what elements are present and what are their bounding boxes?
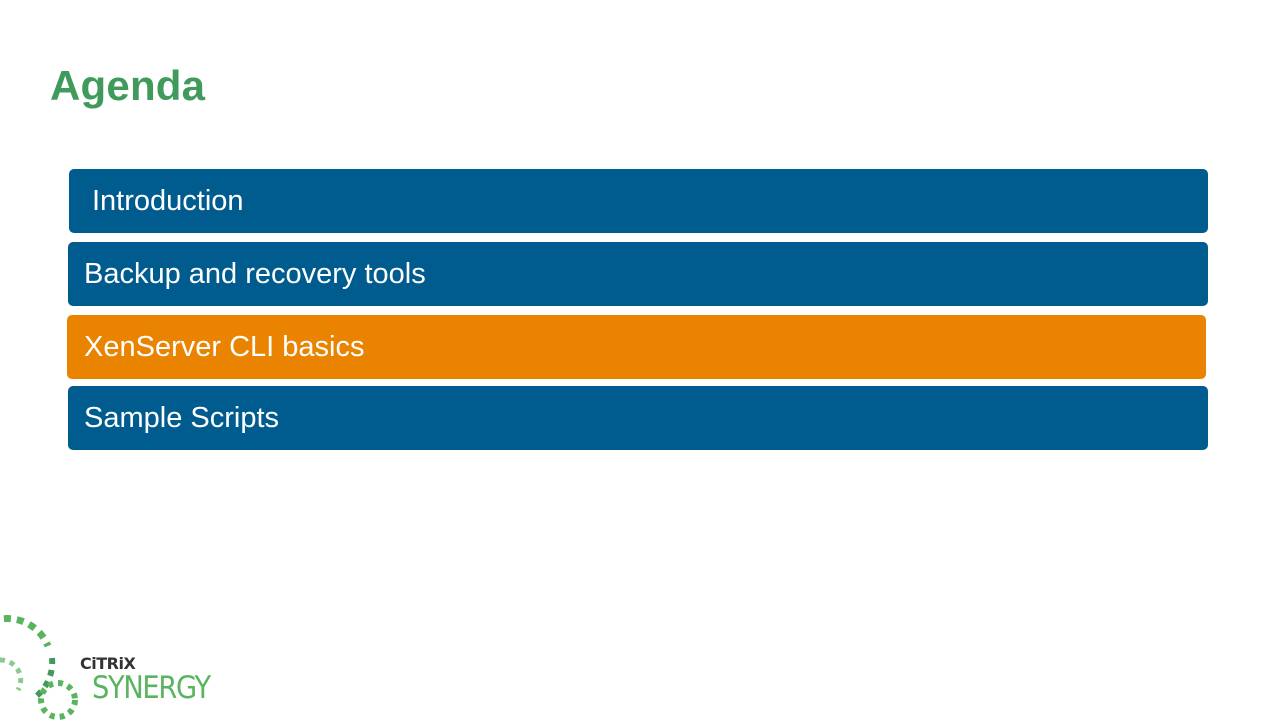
synergy-wordmark: SYNERGY (92, 670, 211, 706)
slide-title: Agenda (50, 62, 206, 109)
agenda-item-label: Introduction (92, 184, 244, 217)
citrix-wordmark: CiTRiX (80, 654, 136, 673)
agenda-item-label: Backup and recovery tools (84, 257, 426, 290)
agenda-item-introduction[interactable]: Introduction (69, 169, 1208, 233)
agenda-item-backup-recovery[interactable]: Backup and recovery tools (68, 242, 1208, 306)
synergy-ring-icon (0, 615, 78, 720)
agenda-item-label: XenServer CLI basics (84, 330, 365, 363)
citrix-synergy-logo: CiTRiX SYNERGY (0, 610, 240, 720)
agenda-item-cli-basics[interactable]: XenServer CLI basics (67, 315, 1206, 379)
agenda-item-sample-scripts[interactable]: Sample Scripts (68, 386, 1208, 450)
agenda-item-label: Sample Scripts (84, 401, 280, 434)
